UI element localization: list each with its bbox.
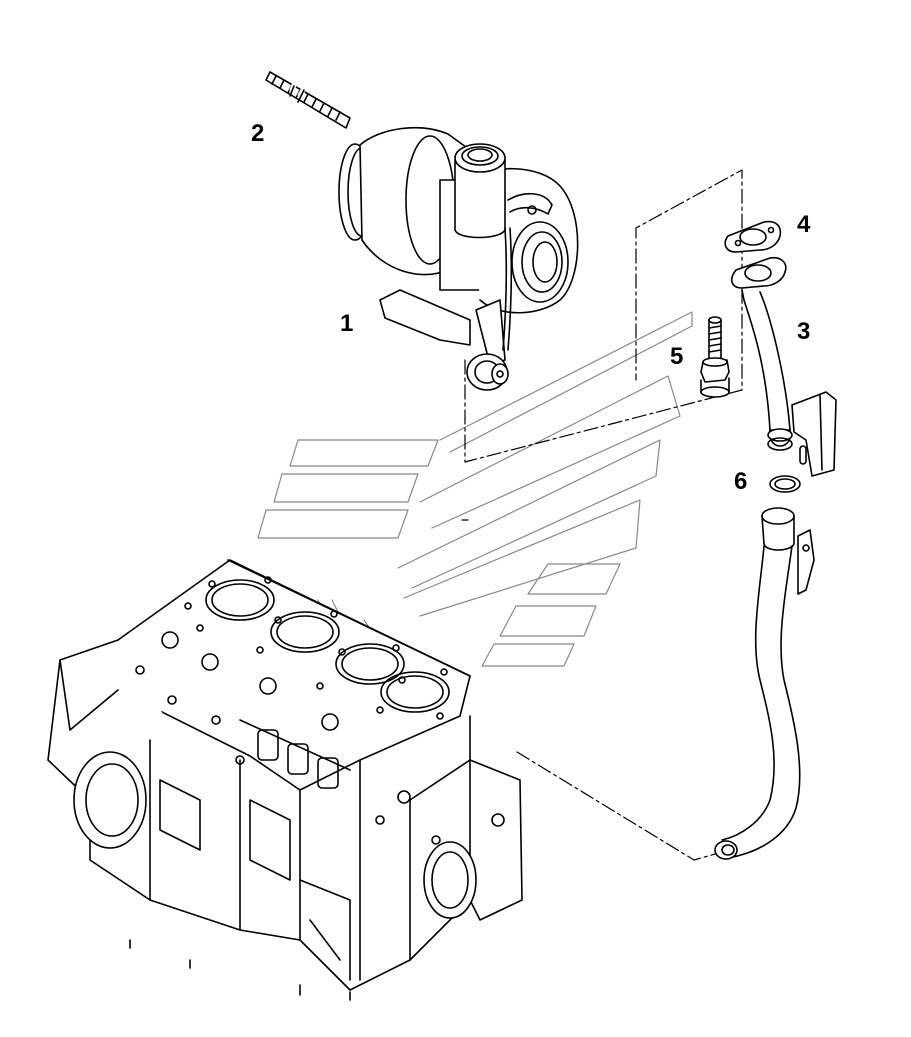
oil-return-tube-lower: [714, 507, 815, 860]
oil-return-pipe-part: [730, 256, 837, 477]
callout-1: 1: [340, 310, 354, 337]
callout-4: 4: [797, 211, 811, 238]
callout-5: 5: [670, 343, 684, 370]
o-ring-part: [769, 475, 801, 493]
callout-3: 3: [797, 318, 811, 345]
callout-2: 2: [251, 120, 265, 147]
flange-gasket-part: [724, 220, 782, 253]
callout-6: 6: [734, 468, 748, 495]
engine-block: [47, 559, 523, 1001]
watermark-logo: [257, 311, 693, 667]
bolt-part: [700, 316, 730, 398]
turbocharger-part: [338, 126, 579, 391]
assembly-lines: [461, 169, 743, 861]
stud-part: [265, 71, 351, 129]
